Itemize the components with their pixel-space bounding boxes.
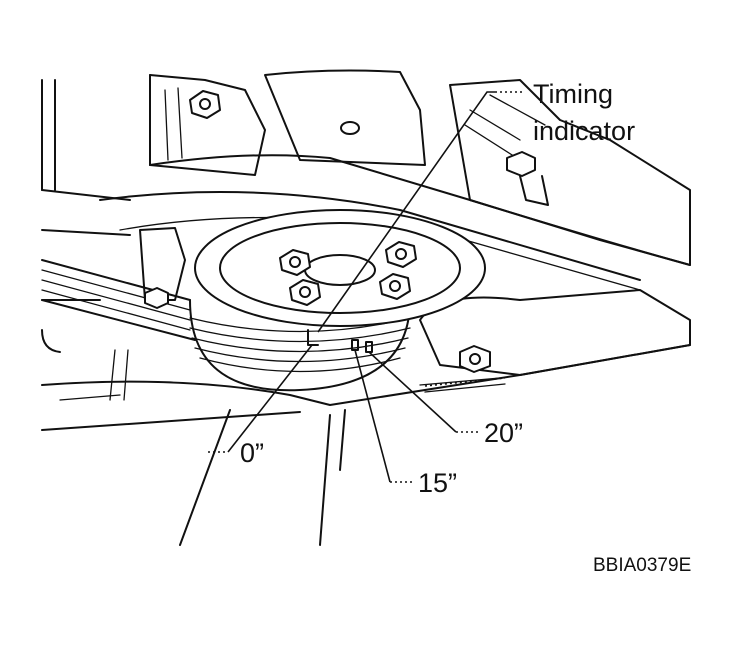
pulley-bolt bbox=[289, 279, 321, 306]
pulley-bolt bbox=[385, 241, 417, 268]
crankshaft-pulley bbox=[189, 209, 486, 392]
mark-15-label: 15” bbox=[418, 468, 457, 498]
timing-mark-20 bbox=[365, 341, 373, 353]
bolt-right-upper bbox=[506, 151, 549, 206]
timing-notch-0 bbox=[307, 329, 319, 346]
timing-indicator-label-line2: indicator bbox=[533, 116, 635, 146]
timing-indicator-label-line1: Timing bbox=[533, 79, 613, 109]
bolt-left-idler bbox=[144, 287, 169, 309]
callout-leaders bbox=[208, 91, 525, 483]
engine-block bbox=[41, 69, 691, 546]
mark-0-label: 0” bbox=[240, 438, 264, 468]
mark-20-label: 20” bbox=[484, 418, 523, 448]
figure-code: BBIA0379E bbox=[593, 555, 691, 576]
bolt-upper-left bbox=[189, 90, 221, 119]
bolt-tensioner bbox=[459, 345, 491, 373]
pulley-bolt bbox=[279, 249, 311, 276]
pulley-bolt bbox=[379, 273, 411, 300]
